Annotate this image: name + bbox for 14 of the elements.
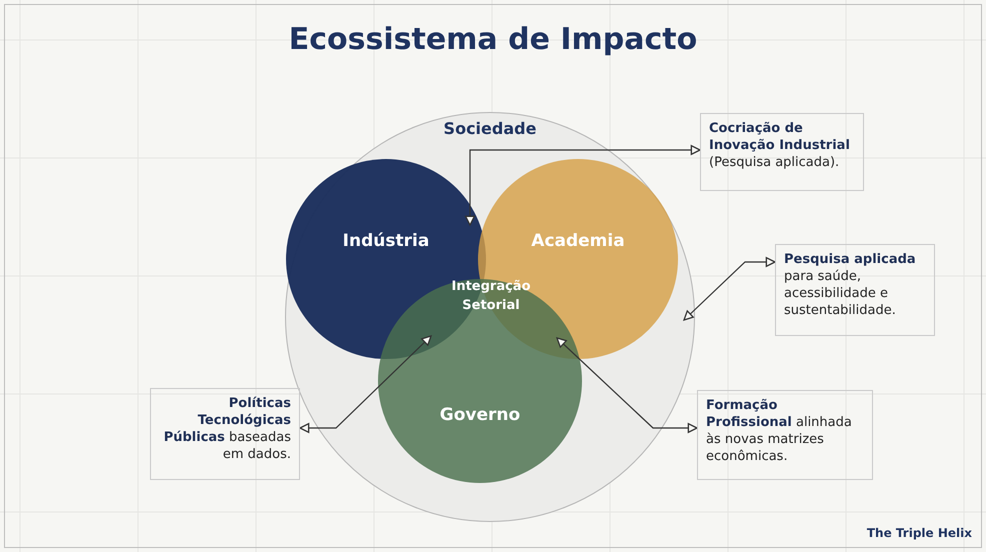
- circle-label: Academia: [530, 231, 626, 251]
- callout-box: Formação Profissional alinhada às novas matrizes econômicas.: [697, 390, 873, 480]
- callout-box: Políticas Tecnológicas Públicas baseadas em dados.: [150, 388, 300, 480]
- footer-note: The Triple Helix: [866, 526, 972, 540]
- arrow: [556, 337, 698, 433]
- arrow: [683, 257, 776, 321]
- circle-label: Governo: [438, 405, 522, 425]
- arrow: [299, 335, 432, 433]
- callout-box: Pesquisa aplicada para saúde, acessibilidade e sustentabilidade.: [775, 244, 935, 336]
- circle-label: Sociedade: [442, 119, 538, 138]
- callout-box: Cocriação de Inovação Industrial (Pesquisa aplicada).: [700, 113, 864, 191]
- title: Ecossistema de Impacto: [288, 22, 698, 57]
- circle-label: Indústria: [342, 231, 430, 251]
- arrow: [465, 145, 701, 226]
